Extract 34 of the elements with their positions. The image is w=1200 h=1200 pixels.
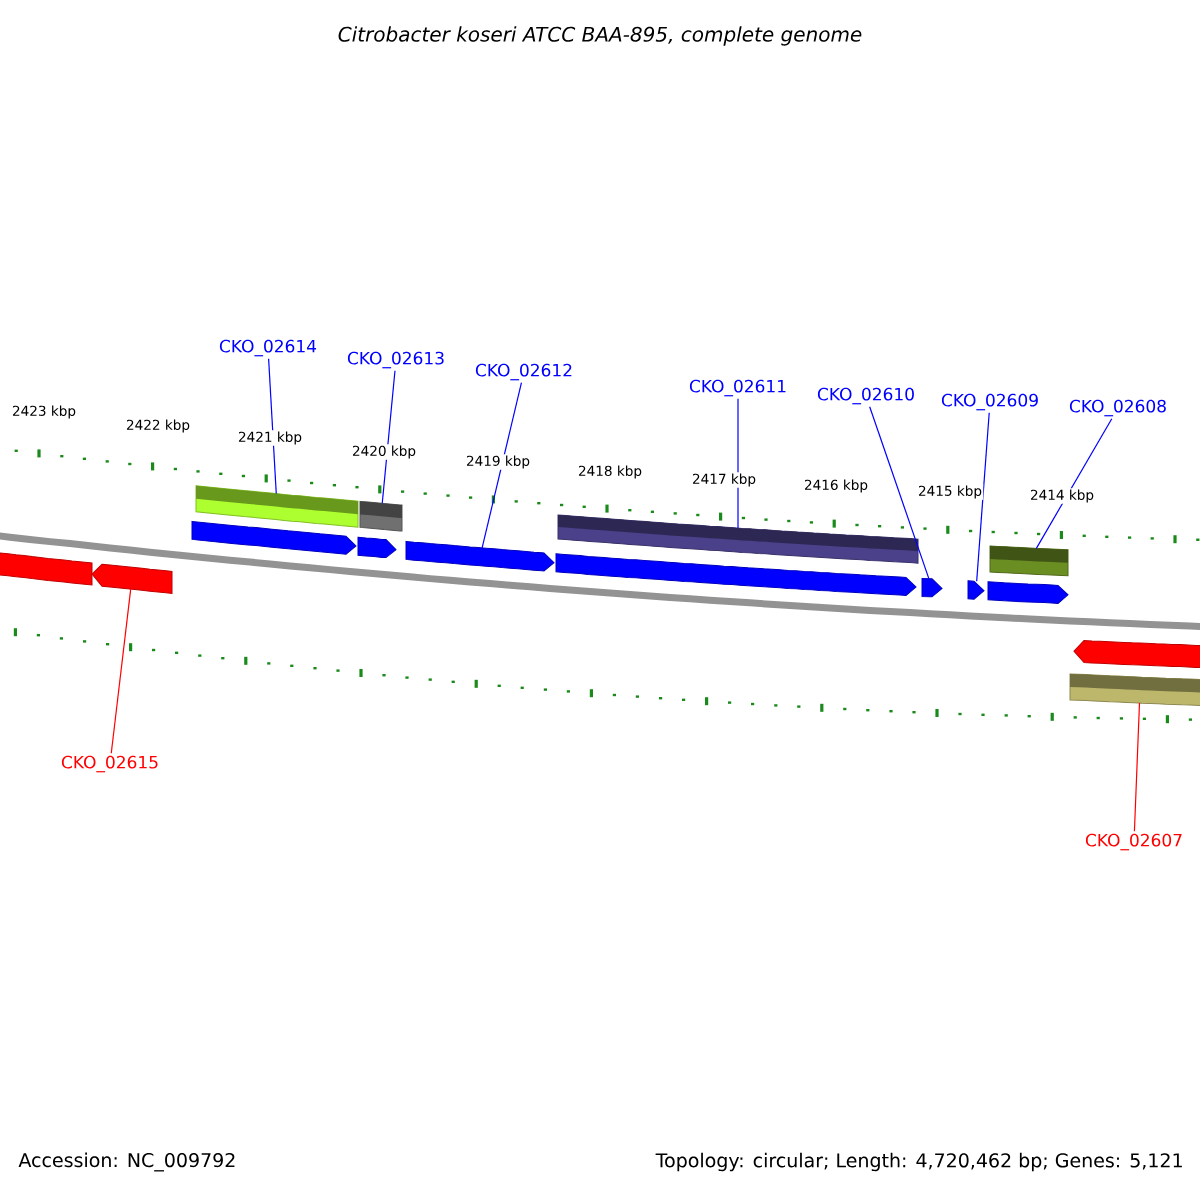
gene-block	[191, 520, 357, 555]
gene-block	[405, 540, 555, 572]
gene-label: CKO_02609	[941, 393, 1038, 411]
feature-bar	[195, 485, 359, 528]
gene-label: CKO_02608	[1069, 399, 1166, 417]
accession-text: Accession: NC_009792	[18, 1152, 235, 1172]
leader-line	[481, 382, 523, 549]
leader-line	[1133, 702, 1141, 832]
gene-block	[1073, 640, 1200, 669]
gene-label: CKO_02615	[61, 755, 158, 773]
gene-block	[921, 577, 943, 598]
gene-label: CKO_02614	[219, 339, 317, 357]
leader-line	[737, 398, 739, 529]
gene-label: CKO_02613	[347, 351, 444, 369]
leader-line	[381, 370, 396, 504]
gene-block	[967, 580, 985, 600]
gene-block	[357, 536, 397, 559]
gene-label: CKO_02612	[475, 363, 572, 381]
gene-label: CKO_02611	[689, 379, 786, 397]
leader-line	[869, 406, 930, 580]
leader-line	[1035, 418, 1113, 549]
gene-block	[91, 563, 173, 594]
leader-line	[110, 588, 132, 754]
feature-bar	[1069, 673, 1200, 707]
feature-bar	[989, 545, 1069, 577]
title: Citrobacter koseri ATCC BAA-895, complete genome	[338, 26, 862, 46]
gene-label: CKO_02610	[817, 387, 914, 405]
genome-info-text: Topology: circular; Length: 4,720,462 bp; Genes: 5,121	[655, 1152, 1182, 1172]
leader-line	[976, 412, 990, 582]
feature-bar	[557, 514, 919, 564]
gene-block	[0, 552, 93, 586]
gene-label: CKO_02607	[1085, 833, 1182, 851]
gene-block	[555, 553, 917, 596]
feature-bar	[359, 500, 403, 532]
